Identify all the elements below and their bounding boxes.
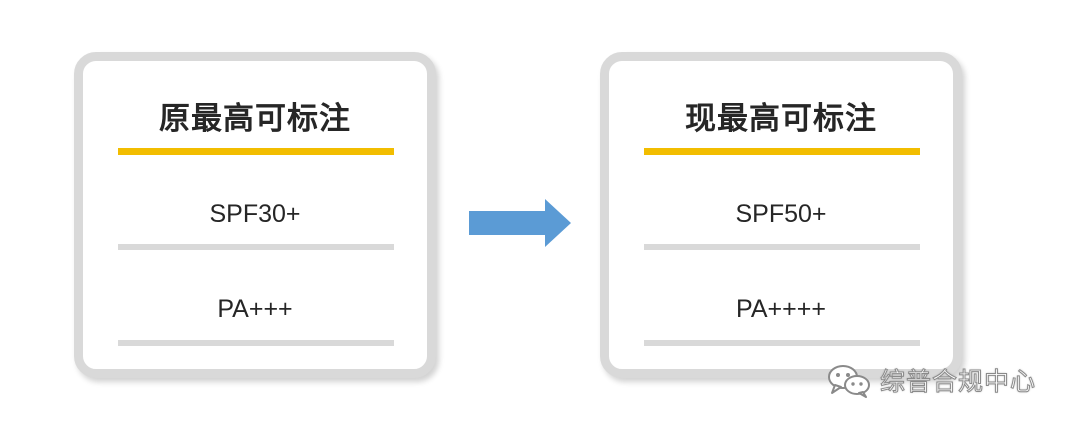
watermark: 综普合规中心 xyxy=(826,360,1036,400)
right-arrow-icon xyxy=(469,199,571,247)
divider xyxy=(644,340,920,346)
watermark-text: 综普合规中心 xyxy=(879,367,1037,397)
wechat-icon xyxy=(828,365,870,398)
title-underline xyxy=(118,148,394,155)
pa-value: PA++++ xyxy=(736,295,826,323)
pa-value: PA+++ xyxy=(217,295,293,323)
card-title: 原最高可标注 xyxy=(159,101,351,137)
current-max-label-card: 现最高可标注 SPF50+ PA++++ xyxy=(600,52,962,378)
title-underline xyxy=(644,148,920,155)
divider xyxy=(118,244,394,250)
spf-value: SPF30+ xyxy=(209,200,301,228)
original-max-label-card: 原最高可标注 SPF30+ PA+++ xyxy=(74,52,436,378)
divider xyxy=(118,340,394,346)
card-title: 现最高可标注 xyxy=(685,101,877,137)
spf-value: SPF50+ xyxy=(735,200,827,228)
divider xyxy=(644,244,920,250)
